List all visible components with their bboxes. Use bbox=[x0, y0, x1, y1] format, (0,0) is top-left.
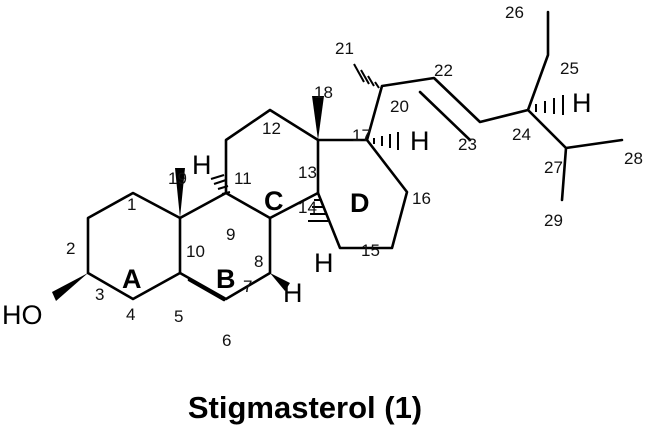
wedge-c8-h bbox=[270, 273, 290, 291]
h-label-c24: H bbox=[572, 88, 592, 118]
ring-label-d: D bbox=[350, 188, 370, 218]
carbon-number: 17 bbox=[352, 126, 371, 145]
ring-label-c: C bbox=[264, 186, 284, 216]
carbon-number: 6 bbox=[222, 331, 231, 350]
carbon-number: 22 bbox=[434, 61, 453, 80]
carbon-number: 21 bbox=[335, 39, 354, 58]
carbon-number: 27 bbox=[544, 158, 563, 177]
carbon-number: 8 bbox=[254, 252, 263, 271]
ring-label-a: A bbox=[122, 264, 142, 294]
carbon-number: 1 bbox=[127, 195, 136, 214]
figure-caption: Stigmasterol (1) bbox=[188, 390, 422, 425]
carbon-number: 16 bbox=[412, 189, 431, 208]
carbon-number: 15 bbox=[361, 241, 380, 260]
wedge-c3-oh bbox=[52, 273, 88, 301]
carbon-number: 24 bbox=[512, 125, 531, 144]
carbon-number: 26 bbox=[505, 3, 524, 22]
carbon-numbers: 1 2 3 4 5 6 7 8 9 10 11 12 13 14 15 16 1… bbox=[66, 3, 643, 350]
wedge-c10-methyl bbox=[175, 168, 185, 218]
hydroxyl-label: HO bbox=[2, 300, 43, 330]
carbon-number: 5 bbox=[174, 307, 183, 326]
carbon-number: 25 bbox=[560, 59, 579, 78]
bond-skeleton bbox=[86, 10, 624, 302]
carbon-number: 7 bbox=[243, 277, 252, 296]
carbon-number: 11 bbox=[234, 169, 252, 188]
carbon-number: 2 bbox=[66, 239, 75, 258]
ring-label-b: B bbox=[216, 264, 236, 294]
carbon-number: 12 bbox=[262, 119, 281, 138]
carbon-number: 3 bbox=[95, 285, 104, 304]
carbon-number: 9 bbox=[226, 225, 235, 244]
h-label-c8: H bbox=[283, 278, 303, 308]
carbon-number: 29 bbox=[544, 211, 563, 230]
h-label-c14: H bbox=[314, 248, 334, 278]
carbon-number: 14 bbox=[298, 198, 317, 217]
wedge-c13-methyl bbox=[312, 96, 324, 140]
carbon-number: 28 bbox=[624, 149, 643, 168]
carbon-number: 23 bbox=[458, 135, 477, 154]
h-label-c17: H bbox=[410, 126, 430, 156]
stereo-wedges bbox=[52, 96, 324, 301]
h-label-c9: H bbox=[192, 150, 212, 180]
stereo-hashes bbox=[210, 63, 564, 222]
carbon-number: 4 bbox=[126, 305, 135, 324]
carbon-number: 10 bbox=[186, 242, 205, 261]
carbon-number: 20 bbox=[390, 97, 409, 116]
carbon-number: 18 bbox=[314, 83, 333, 102]
carbon-number: 19 bbox=[168, 169, 187, 188]
carbon-number: 13 bbox=[298, 163, 317, 182]
